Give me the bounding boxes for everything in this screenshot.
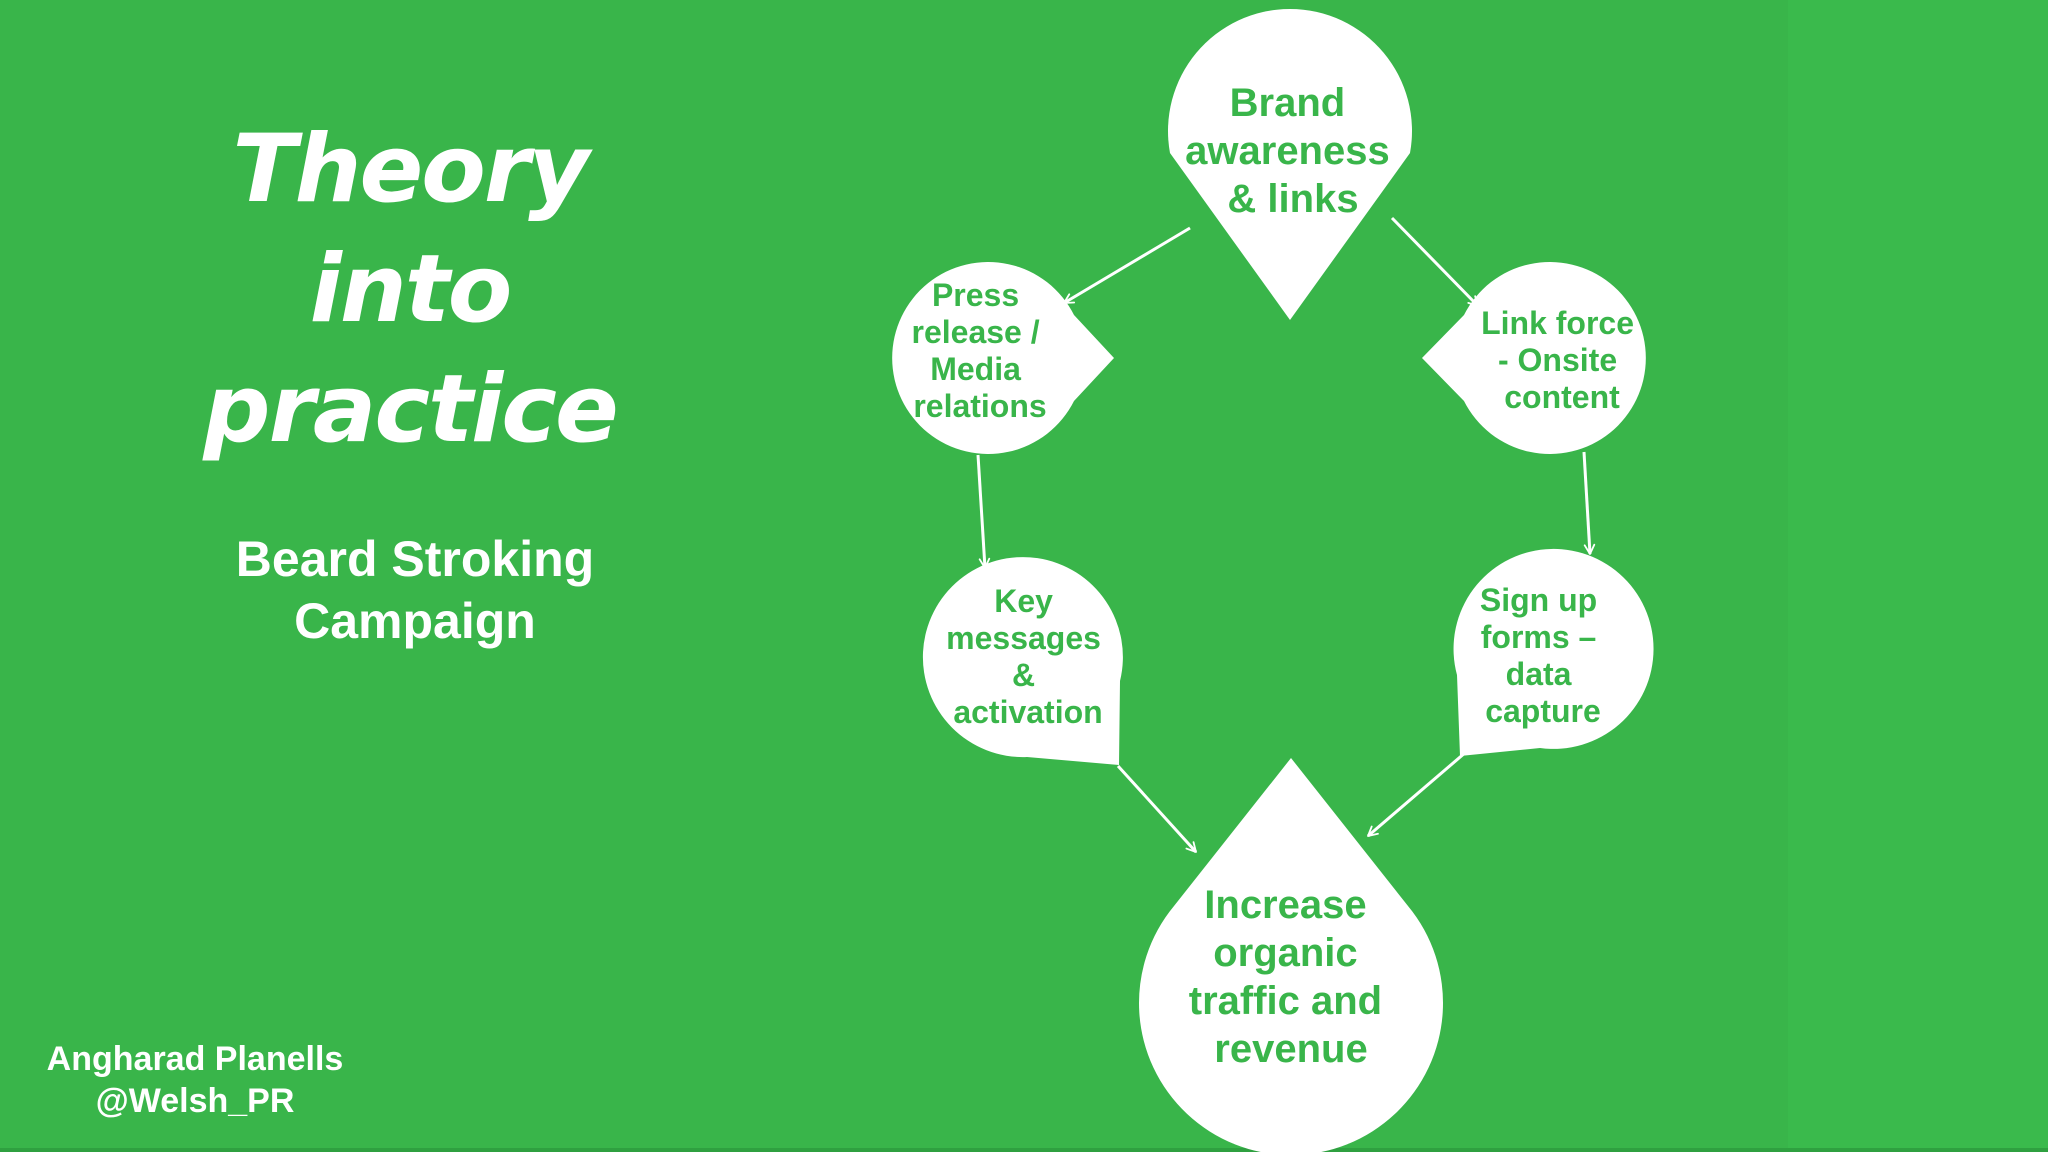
subtitle-line: Beard Stroking: [235, 531, 595, 587]
title-line: practice: [203, 355, 618, 464]
bottom-edge: [0, 1148, 2048, 1152]
node-label-line: - Onsite: [1498, 342, 1617, 378]
teardrop-shape: [1168, 9, 1412, 321]
node-label: Increase organic traffic and revenue: [1189, 883, 1393, 1071]
node-link-force: Link force - Onsite content: [1422, 262, 1646, 454]
slide-title: Theory into practice: [150, 110, 670, 470]
arrow-brand-to-link: [1390, 216, 1480, 308]
teardrop-shape: [892, 262, 1114, 454]
node-label-line: relations: [913, 388, 1046, 424]
node-label-line: capture: [1485, 693, 1601, 729]
node-label: Sign up forms – data capture: [1480, 582, 1606, 729]
author-handle: @Welsh_PR: [95, 1082, 295, 1120]
node-label-line: activation: [953, 694, 1102, 730]
node-label-line: Increase: [1204, 883, 1366, 927]
node-label-line: revenue: [1214, 1027, 1367, 1071]
node-label-line: messages: [946, 620, 1101, 656]
node-label-line: organic: [1213, 931, 1357, 975]
teardrop-shape: [1453, 548, 1654, 756]
node-label-line: forms –: [1481, 619, 1597, 655]
background-panel: [1788, 0, 2048, 1152]
node-label: Link force - Onsite content: [1481, 305, 1643, 415]
slide-subtitle: Beard Stroking Campaign: [160, 528, 670, 652]
node-label-line: Sign up: [1480, 582, 1597, 618]
node-label-line: traffic and: [1189, 979, 1382, 1023]
subtitle-line: Campaign: [294, 593, 536, 649]
node-label-line: Media: [930, 351, 1021, 387]
node-label-line: Key: [994, 583, 1053, 619]
node-label: Press release / Media relations: [912, 277, 1049, 424]
node-label-line: content: [1504, 379, 1620, 415]
node-press-release: Press release / Media relations: [892, 262, 1114, 454]
title-line: Theory: [232, 115, 589, 224]
teardrop-shape: [1422, 262, 1646, 454]
node-label-line: data: [1506, 656, 1572, 692]
node-label: Brand awareness & links: [1185, 81, 1401, 221]
node-key-messages: Key messages & activation: [922, 557, 1123, 765]
node-label-line: awareness: [1185, 129, 1390, 173]
author-name: Angharad Planells: [46, 1040, 344, 1078]
node-label-line: Link force: [1481, 305, 1634, 341]
node-label-line: Brand: [1230, 81, 1346, 125]
arrow-press-to-key: [976, 454, 991, 569]
node-label-line: &: [1012, 657, 1035, 693]
title-line: into: [309, 235, 513, 344]
arrow-link-to-signup: [1582, 451, 1596, 555]
node-brand-awareness: Brand awareness & links: [1168, 9, 1412, 321]
node-sign-up-forms: Sign up forms – data capture: [1453, 548, 1654, 756]
arrow-brand-to-press: [1063, 226, 1191, 305]
node-label-line: Press: [932, 277, 1019, 313]
arrows: [976, 216, 1596, 854]
teardrop-shape: [1139, 758, 1443, 1152]
node-increase-organic-traffic: Increase organic traffic and revenue: [1139, 758, 1443, 1152]
teardrop-shape: [922, 557, 1123, 765]
node-label-line: & links: [1227, 177, 1358, 221]
arrow-signup-to-increase: [1367, 750, 1467, 838]
node-label: Key messages & activation: [946, 583, 1110, 730]
arrow-key-to-increase: [1116, 764, 1198, 854]
author-credit: Angharad Planells @Welsh_PR: [20, 1038, 370, 1122]
node-label-line: release /: [912, 314, 1040, 350]
